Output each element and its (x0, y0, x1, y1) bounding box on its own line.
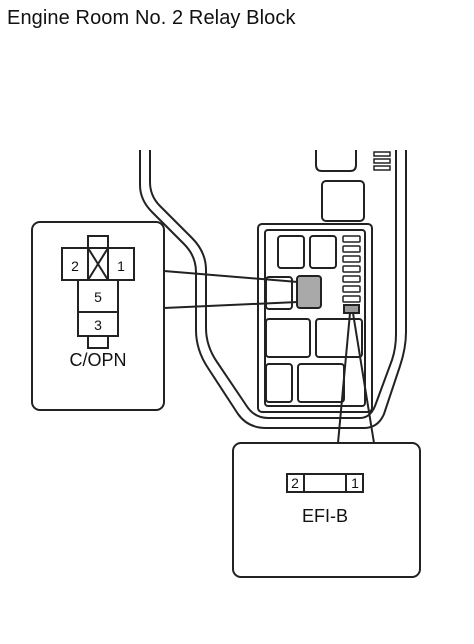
efib-pin-2: 2 (291, 475, 299, 491)
top-modules (315, 150, 365, 222)
efib-fuse-diagram (286, 473, 364, 493)
fuse-slot-stack (342, 235, 361, 303)
relay-slots (265, 235, 363, 403)
copn-callout-box (31, 221, 165, 411)
copn-connector-diagram (61, 235, 135, 349)
copn-pin-5: 5 (94, 289, 102, 305)
top-slots (373, 151, 391, 171)
copn-pin-2: 2 (71, 258, 79, 274)
copn-label: C/OPN (69, 350, 126, 370)
copn-relay-highlight (296, 275, 322, 309)
leader-lines (163, 270, 375, 444)
copn-pin-3: 3 (94, 317, 102, 333)
efib-label: EFI-B (302, 506, 348, 526)
relay-block-body (257, 223, 373, 413)
housing-outline (139, 150, 407, 429)
efib-fuse-highlight (343, 304, 360, 314)
efib-pin-1: 1 (351, 475, 359, 491)
copn-pin-1: 1 (117, 258, 125, 274)
diagram-title: Engine Room No. 2 Relay Block (7, 7, 296, 29)
efib-callout-box (232, 442, 421, 578)
